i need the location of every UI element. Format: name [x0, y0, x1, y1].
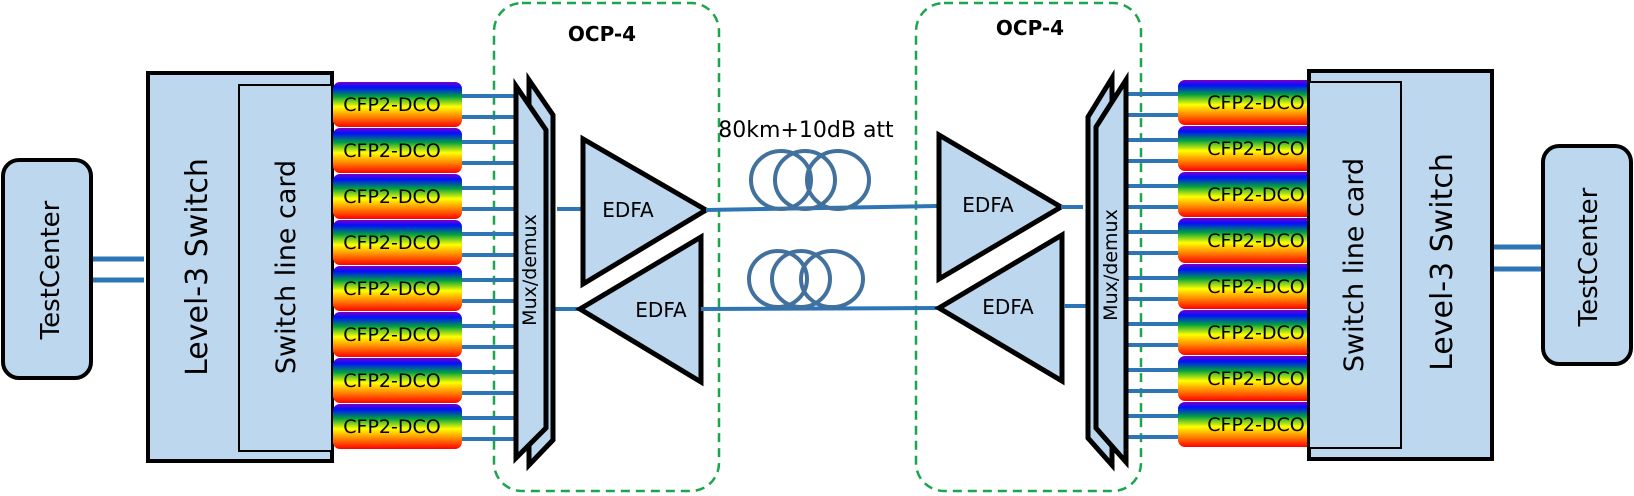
- transceiver-body: [1178, 126, 1318, 171]
- transceiver-body: [1178, 172, 1318, 217]
- transceiver-label: CFP2-DCO: [1207, 368, 1304, 390]
- transceiver-left: CFP2-DCO: [333, 174, 462, 219]
- testcenter-right-label: TestCenter: [1574, 187, 1604, 327]
- fiber-group: [462, 92, 1178, 441]
- transceiver-body: [333, 174, 462, 219]
- edfa-rx-left: [575, 232, 704, 387]
- transceiver-label: CFP2-DCO: [1207, 230, 1304, 252]
- ocp-title-left: OCP-4: [568, 22, 636, 46]
- transceiver-right: CFP2-DCO: [1178, 172, 1318, 217]
- transceiver-left: CFP2-DCO: [333, 128, 462, 173]
- transceiver-left: CFP2-DCO: [333, 266, 462, 311]
- transceiver-body: [1178, 218, 1318, 263]
- transceiver-right: CFP2-DCO: [1178, 402, 1318, 447]
- transceiver-body: [333, 312, 462, 357]
- level3-switch-left-label: Level-3 Switch: [180, 158, 215, 376]
- transceiver-label: CFP2-DCO: [343, 232, 440, 254]
- transceiver-left: CFP2-DCO: [333, 220, 462, 265]
- testcenter-left-label: TestCenter: [36, 200, 66, 340]
- transceiver-right: CFP2-DCO: [1178, 80, 1318, 125]
- edfa-tx-left-label: EDFA: [602, 198, 654, 222]
- transceiver-right: CFP2-DCO: [1178, 218, 1318, 263]
- testcenter-right: [1541, 144, 1633, 366]
- mux-demux-left: [513, 77, 549, 465]
- edfa-rx-right: [936, 130, 1066, 284]
- transceiver-label: CFP2-DCO: [343, 186, 440, 208]
- transceiver-label: CFP2-DCO: [343, 416, 440, 438]
- edfa-rx-left-label: EDFA: [635, 298, 687, 322]
- ocp-box-right: [914, 1, 1143, 493]
- transceiver-right: CFP2-DCO: [1178, 356, 1318, 401]
- transceiver-body: [333, 128, 462, 173]
- transceiver-body: [1178, 310, 1318, 355]
- transceiver-body: [333, 82, 462, 127]
- transceiver-label: CFP2-DCO: [343, 278, 440, 300]
- level3-switch-right-label: Level-3 Switch: [1425, 153, 1460, 371]
- transceiver-label: CFP2-DCO: [1207, 92, 1304, 114]
- transceiver-left: CFP2-DCO: [333, 358, 462, 403]
- edfa-tx-right: [934, 230, 1065, 386]
- edfa-tx-left: [580, 134, 711, 289]
- ocp-box-left: [492, 1, 721, 493]
- transceiver-right: CFP2-DCO: [1178, 264, 1318, 309]
- testcenter-left: [1, 158, 93, 380]
- transceiver-body: [333, 220, 462, 265]
- transceiver-body: [1178, 80, 1318, 125]
- fiber-coil-lower-icon: [747, 249, 865, 309]
- transceiver-label: CFP2-DCO: [343, 94, 440, 116]
- transceiver-body: [1178, 402, 1318, 447]
- transceiver-left: CFP2-DCO: [333, 82, 462, 127]
- transceiver-left: CFP2-DCO: [333, 404, 462, 449]
- fiber-link-lower: [700, 306, 940, 311]
- ocp-title-right: OCP-4: [996, 16, 1064, 40]
- transceiver-label: CFP2-DCO: [1207, 184, 1304, 206]
- line-card-right-label: Switch line card: [1339, 158, 1370, 372]
- transceiver-body: [1178, 356, 1318, 401]
- line-card-left-label: Switch line card: [271, 160, 302, 374]
- line-card-right: [1308, 81, 1402, 449]
- transceiver-label: CFP2-DCO: [343, 140, 440, 162]
- mux-demux-right: [1093, 71, 1129, 469]
- transceiver-group-right: CFP2-DCO CFP2-DCO CFP2-DCO CFP2-DCO CFP2-DCO…: [1178, 80, 1318, 447]
- mux-demux-right-label: Mux/demux: [1100, 209, 1122, 321]
- transceiver-right: CFP2-DCO: [1178, 310, 1318, 355]
- edfa-rx-right-label: EDFA: [962, 193, 1014, 217]
- transceiver-group-left: CFP2-DCO CFP2-DCO CFP2-DCO CFP2-DCO CFP2-DCO…: [333, 82, 462, 449]
- transceiver-body: [333, 266, 462, 311]
- transceiver-label: CFP2-DCO: [343, 370, 440, 392]
- transceiver-left: CFP2-DCO: [333, 312, 462, 357]
- fiber-coil-upper-icon: [749, 149, 871, 211]
- transceiver-body: [333, 404, 462, 449]
- transceiver-body: [333, 358, 462, 403]
- transceiver-label: CFP2-DCO: [1207, 414, 1304, 436]
- line-card-left: [238, 84, 333, 452]
- transceiver-label: CFP2-DCO: [1207, 276, 1304, 298]
- mux-demux-left-label: Mux/demux: [519, 214, 541, 326]
- transceiver-label: CFP2-DCO: [343, 324, 440, 346]
- link-label: 80km+10dB att: [718, 118, 894, 143]
- transceiver-right: CFP2-DCO: [1178, 126, 1318, 171]
- transceiver-body: [1178, 264, 1318, 309]
- edfa-tx-right-label: EDFA: [982, 295, 1034, 319]
- transceiver-label: CFP2-DCO: [1207, 138, 1304, 160]
- fiber-link-upper: [705, 204, 938, 212]
- transceiver-label: CFP2-DCO: [1207, 322, 1304, 344]
